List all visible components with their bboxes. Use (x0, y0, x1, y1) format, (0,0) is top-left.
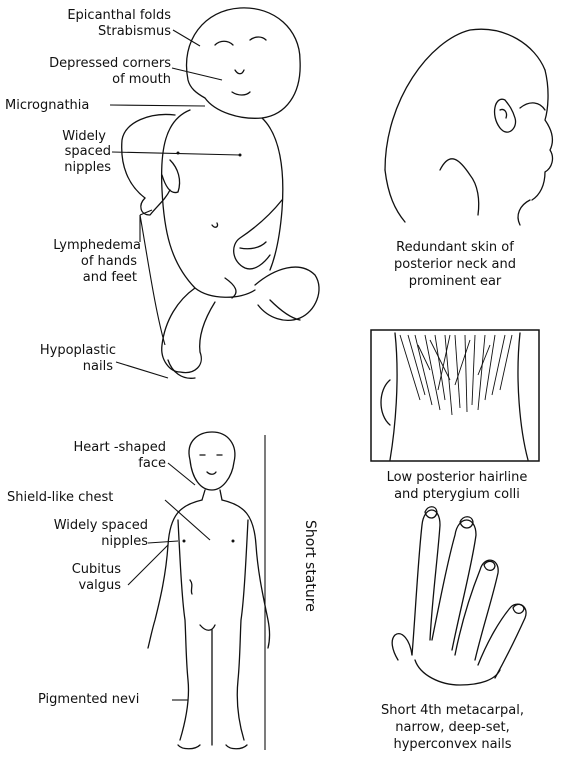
caption-hairline-line2: and pterygium colli (362, 487, 552, 502)
label-short-stature: Short stature (302, 520, 318, 612)
caption-hand-line2: narrow, deep-set, (350, 720, 555, 735)
label-nipples-child: nipples (101, 534, 148, 549)
caption-neck-line1: Redundant skin of (370, 240, 540, 255)
label-nipples: nipples (64, 160, 111, 175)
label-pigmented-nevi: Pigmented nevi (38, 692, 139, 707)
hairline-drawing (381, 333, 528, 460)
child-drawing (148, 432, 270, 749)
label-lymphedema: Lymphedema (53, 238, 141, 253)
label-cubitus: Cubitus (72, 562, 121, 577)
label-valgus: valgus (78, 578, 121, 593)
label-micrognathia: Micrognathia (5, 98, 89, 113)
caption-hairline-line1: Low posterior hairline (362, 470, 552, 485)
hand-drawing (392, 507, 526, 685)
label-face: face (138, 456, 166, 471)
caption-neck-line2: posterior neck and (370, 257, 540, 272)
label-of-mouth: of mouth (112, 72, 171, 87)
label-spaced: spaced (65, 144, 111, 159)
caption-hand-line3: hyperconvex nails (350, 737, 555, 752)
neck-profile-drawing (385, 29, 552, 225)
label-strabismus: Strabismus (98, 24, 171, 39)
label-heart-shaped: Heart -shaped (74, 440, 167, 455)
label-shield-like-chest: Shield-like chest (7, 490, 113, 505)
caption-neck-line3: prominent ear (370, 274, 540, 289)
child-leaders (128, 435, 265, 750)
caption-hand-line1: Short 4th metacarpal, (350, 703, 555, 718)
label-depressed-corners: Depressed corners (49, 56, 171, 71)
label-and-feet: and feet (83, 270, 137, 285)
label-of-hands: of hands (81, 254, 137, 269)
label-widely: Widely (62, 129, 106, 144)
label-hypoplastic: Hypoplastic (40, 343, 116, 358)
label-nails: nails (83, 359, 113, 374)
label-epicanthal-folds: Epicanthal folds (67, 8, 171, 23)
label-widely-spaced: Widely spaced (54, 518, 148, 533)
